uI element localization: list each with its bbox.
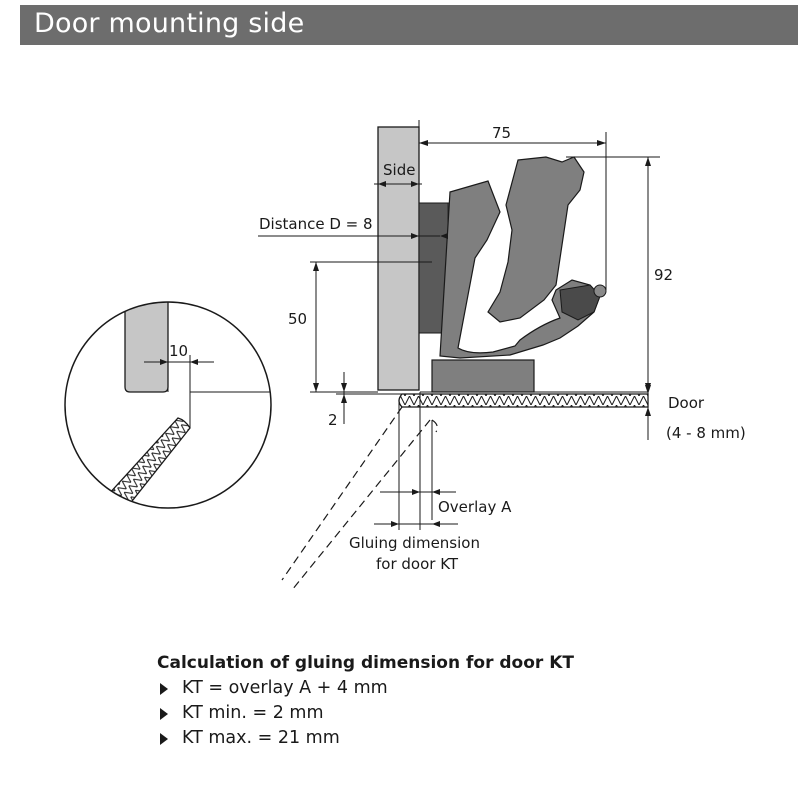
dim-92-label: 92 xyxy=(654,266,673,284)
door-thickness-label: (4 - 8 mm) xyxy=(666,424,746,442)
dim-2-label: 2 xyxy=(328,411,338,429)
distance-d-label: Distance D = 8 xyxy=(259,215,373,233)
calc-item-text: KT = overlay A + 4 mm xyxy=(182,678,388,698)
triangle-bullet-icon xyxy=(160,682,168,695)
gluing-door-kt-label: for door KT xyxy=(376,555,459,573)
detail-side-panel xyxy=(124,302,169,393)
dim-75-label: 75 xyxy=(492,124,511,142)
dim-50-label: 50 xyxy=(288,310,307,328)
detail-door-panel xyxy=(107,417,191,508)
gluing-dimension-label: Gluing dimension xyxy=(349,534,480,552)
calculation-heading: Calculation of gluing dimension for door… xyxy=(157,653,574,673)
calc-item-kt-min: KT min. = 2 mm xyxy=(157,701,574,726)
calculation-section: Calculation of gluing dimension for door… xyxy=(157,653,574,751)
dim-10-label: 10 xyxy=(169,342,188,360)
door-label: Door xyxy=(668,394,705,412)
hinge-upper-arm xyxy=(487,156,585,323)
mounting-plate xyxy=(431,359,535,393)
opened-door-outline xyxy=(281,406,438,591)
calc-item-text: KT max. = 21 mm xyxy=(182,728,340,748)
page-title: Door mounting side xyxy=(34,8,305,39)
triangle-bullet-icon xyxy=(160,732,168,745)
overlay-a-label: Overlay A xyxy=(438,498,512,516)
calc-item-kt-formula: KT = overlay A + 4 mm xyxy=(157,676,574,701)
triangle-bullet-icon xyxy=(160,707,168,720)
header-bar: Door mounting side xyxy=(20,5,798,45)
side-panel xyxy=(377,126,420,391)
detail-circle: 10 xyxy=(64,301,272,509)
calc-item-kt-max: KT max. = 21 mm xyxy=(157,726,574,751)
door-panel xyxy=(398,393,649,408)
calc-item-text: KT min. = 2 mm xyxy=(182,703,324,723)
side-label: Side xyxy=(383,161,415,179)
hinge-arm xyxy=(439,180,601,359)
